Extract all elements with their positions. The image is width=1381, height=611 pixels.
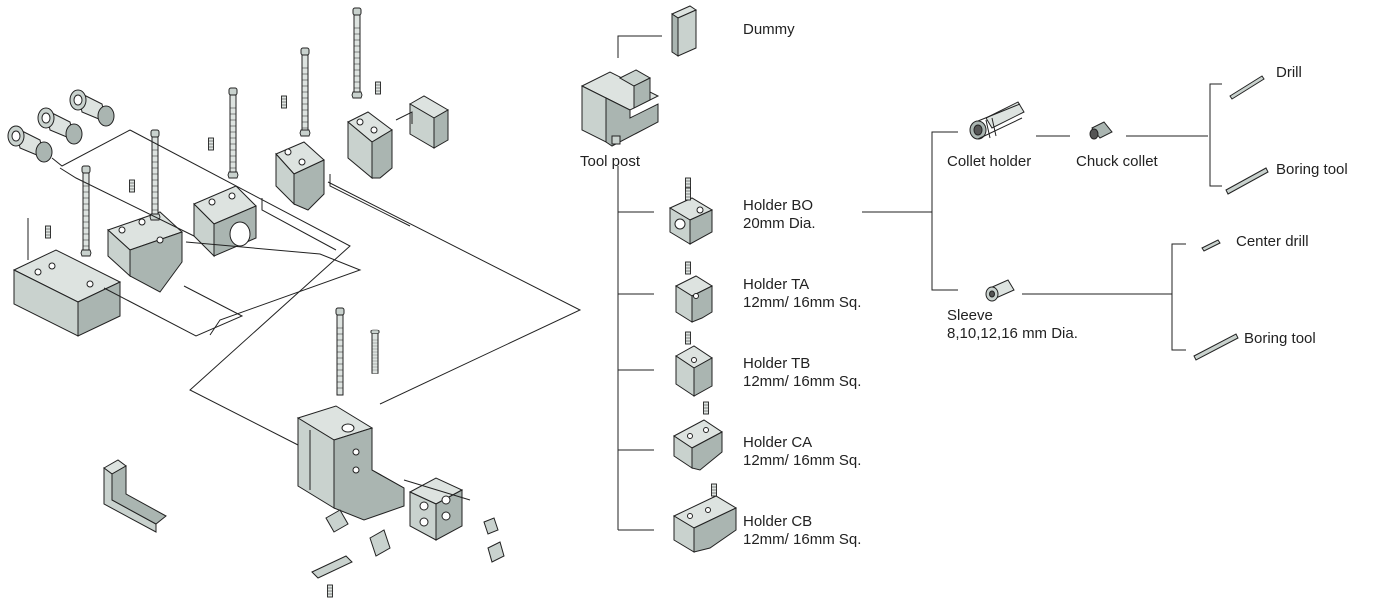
dummy-icon <box>670 5 698 57</box>
label-holder-tb: Holder TB 12mm/ 16mm Sq. <box>743 355 861 391</box>
holder-bo-name: Holder BO <box>743 197 814 214</box>
holder-tb-size: 12mm/ 16mm Sq. <box>743 373 862 390</box>
round-sleeves <box>7 89 131 167</box>
tree-icons <box>580 5 1269 553</box>
holder-ca-name: Holder CA <box>743 434 813 451</box>
label-holder-ca: Holder CA 12mm/ 16mm Sq. <box>743 434 861 470</box>
holder-tb-name: Holder TB <box>743 355 811 372</box>
label-tool-post: Tool post <box>580 153 641 170</box>
drill-icon <box>1229 75 1265 100</box>
label-sleeve: Sleeve 8,10,12,16 mm Dia. <box>947 307 1078 343</box>
collet-holder-icon <box>969 101 1025 140</box>
holder-ta-part <box>261 47 337 251</box>
sleeve-size: 8,10,12,16 mm Dia. <box>947 325 1078 342</box>
holder-bo-icon <box>668 177 714 245</box>
sleeve-name: Sleeve <box>947 307 993 324</box>
label-chuck-collet: Chuck collet <box>1076 153 1158 170</box>
holder-tb-icon <box>675 331 713 397</box>
label-holder-ta: Holder TA 12mm/ 16mm Sq. <box>743 276 861 312</box>
exploded-view <box>7 7 582 598</box>
boring-tool-1-icon <box>1225 167 1269 195</box>
holder-ca-size: 12mm/ 16mm Sq. <box>743 452 862 469</box>
label-boring-tool-1: Boring tool <box>1276 161 1348 178</box>
holder-cb-size: 12mm/ 16mm Sq. <box>743 531 862 548</box>
holder-ta-size: 12mm/ 16mm Sq. <box>743 294 862 311</box>
sleeve-icon <box>985 279 1015 302</box>
label-collet-holder: Collet holder <box>947 153 1032 170</box>
holder-cb-name: Holder CB <box>743 513 813 530</box>
l-wrench-part <box>103 459 167 533</box>
holder-ca-icon <box>673 401 723 471</box>
label-drill: Drill <box>1276 64 1302 81</box>
label-boring-tool-2: Boring tool <box>1244 330 1316 347</box>
tree-lines <box>617 35 1222 531</box>
side-block-part <box>403 477 505 563</box>
holder-bo-part <box>59 87 362 336</box>
dummy-part <box>395 95 449 149</box>
holder-bo-size: 20mm Dia. <box>743 215 816 232</box>
label-center-drill: Center drill <box>1236 233 1309 250</box>
label-holder-cb: Holder CB 12mm/ 16mm Sq. <box>743 513 861 549</box>
tool-post-icon <box>580 69 660 147</box>
holder-ta-icon <box>674 261 714 323</box>
label-dummy: Dummy <box>743 21 795 38</box>
holder-tb-part <box>329 7 411 227</box>
chuck-collet-icon <box>1089 121 1113 140</box>
label-holder-bo: Holder BO 20mm Dia. <box>743 197 816 233</box>
center-drill-icon <box>1201 239 1221 252</box>
tool-post-part <box>296 307 405 598</box>
holder-ta-name: Holder TA <box>743 276 810 293</box>
boring-tool-2-icon <box>1193 333 1239 361</box>
holder-ca-part <box>12 165 122 337</box>
holder-cb-icon <box>672 483 738 553</box>
